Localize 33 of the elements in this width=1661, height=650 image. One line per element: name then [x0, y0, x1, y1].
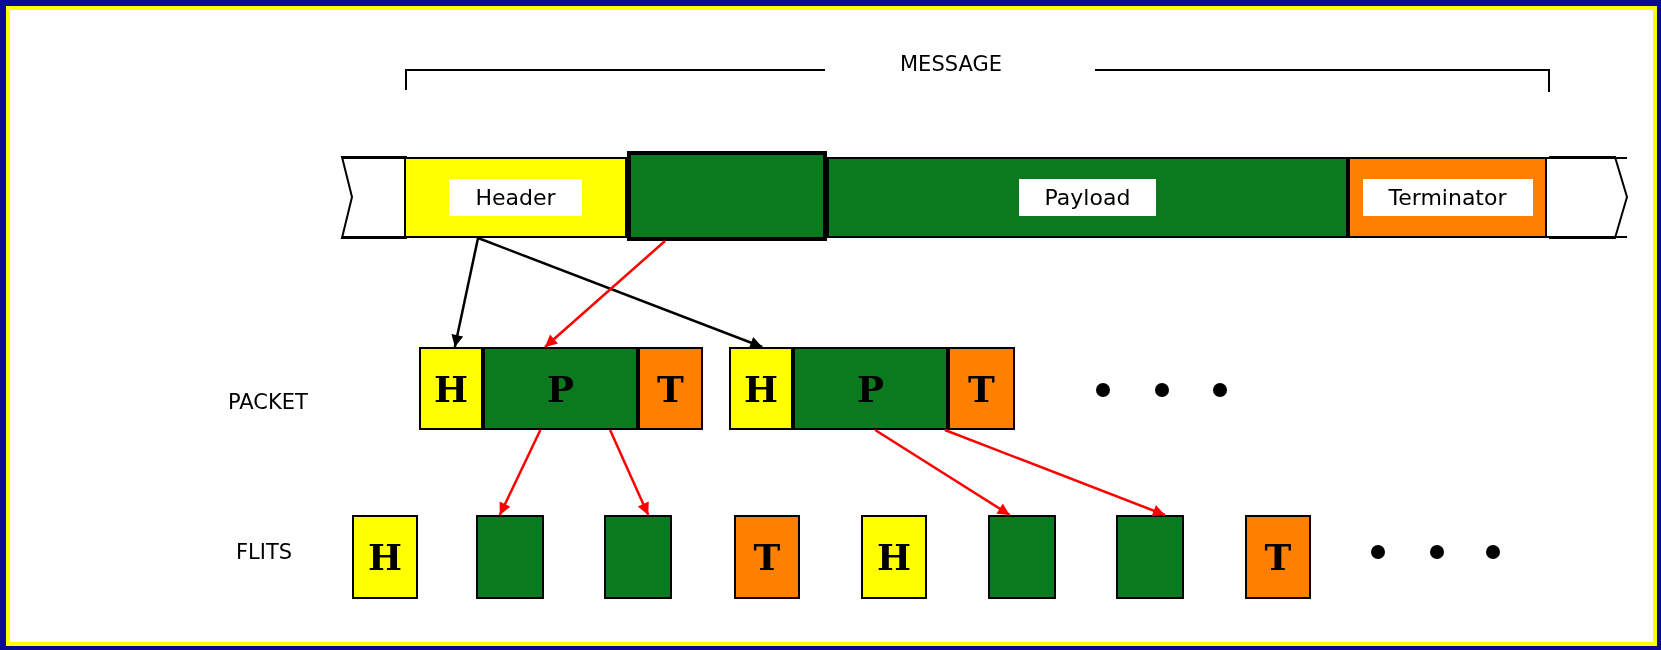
bracket-label: MESSAGE: [900, 52, 1002, 76]
arrow: [874, 428, 1011, 517]
flit-box: H: [352, 515, 418, 599]
flit-box: T: [1245, 515, 1311, 599]
packet-segment: P: [793, 347, 948, 430]
packet-bar: [419, 347, 703, 430]
packet-segment: H: [419, 347, 483, 430]
row-label: PACKET: [228, 390, 308, 414]
flit-box: [1116, 515, 1184, 599]
message-segment: [627, 151, 827, 241]
packet-segment: H: [729, 347, 793, 430]
arrow: [608, 429, 650, 516]
flit-box: [604, 515, 672, 599]
message-segment: [827, 157, 1348, 238]
flit-box: [988, 515, 1056, 599]
segment-label: Terminator: [1362, 179, 1533, 216]
arrow: [944, 428, 1166, 517]
segment-label: Payload: [1018, 179, 1157, 216]
packet-segment: T: [638, 347, 703, 430]
flit-box: H: [861, 515, 927, 599]
packet-segment: P: [483, 347, 638, 430]
segment-label: Header: [449, 179, 582, 216]
flit-box: [476, 515, 544, 599]
arrow: [451, 237, 480, 348]
arrow: [498, 429, 542, 516]
arrow: [544, 240, 666, 348]
message-segment: [1348, 157, 1547, 238]
message-segment: [404, 157, 627, 238]
packet-bar: [729, 347, 1015, 430]
flit-box: T: [734, 515, 800, 599]
packet-segment: T: [948, 347, 1015, 430]
arrow: [477, 236, 763, 349]
row-label: FLITS: [236, 540, 293, 564]
